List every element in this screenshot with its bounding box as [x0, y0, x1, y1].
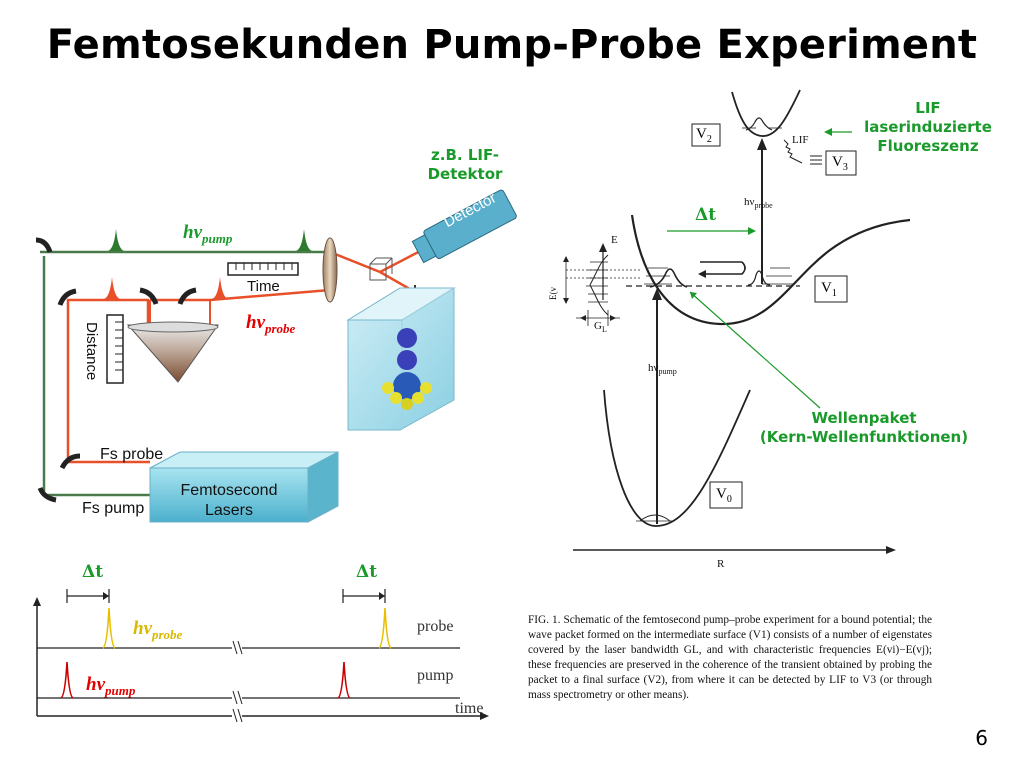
mirror-top-left — [35, 237, 53, 253]
pump-photon-label: hνpump — [183, 222, 233, 246]
v1-label: V1 — [821, 280, 837, 299]
molecule-cube — [346, 287, 456, 431]
pump-pulse-1 — [108, 229, 124, 251]
lif-small-label: LIF — [792, 134, 809, 146]
atom-8 — [401, 398, 413, 410]
fs-probe-label: Fs probe — [100, 446, 164, 463]
wavepacket-note: Wellenpaket (Kern-Wellenfunktionen) — [759, 409, 969, 446]
atom-1 — [397, 328, 417, 348]
atom-5 — [420, 382, 432, 394]
pump-pulse-b — [337, 661, 351, 699]
mirror-probe-right — [139, 287, 159, 305]
probe-pulse-1 — [104, 277, 120, 299]
atom-7 — [412, 392, 424, 404]
atom-2 — [397, 350, 417, 370]
focus-cube — [369, 263, 387, 281]
mirror-mid — [177, 287, 197, 305]
detector-note: z.B. LIF- Detektor — [427, 146, 503, 183]
wavepacket-note-arrow — [689, 291, 821, 409]
v3-label: V3 — [832, 154, 848, 173]
gl-distribution — [589, 254, 609, 316]
slide-title: Femtosekunden Pump-Probe Experiment — [46, 22, 978, 68]
packet-motion-arrow — [706, 261, 746, 275]
femtosecond-laser-box — [149, 451, 339, 523]
hv-pump-label: hνpump — [648, 362, 677, 377]
r-axis-label: R — [717, 558, 725, 570]
hv-probe-label: hνprobe — [744, 196, 773, 211]
mirror-probe-left — [57, 288, 77, 306]
atom-3 — [393, 372, 421, 400]
pump-pulse-a — [60, 661, 74, 699]
page-number: 6 — [975, 726, 988, 750]
pump-pulse-2 — [296, 229, 312, 251]
fs-pump-label: Fs pump — [82, 500, 145, 517]
focusing-lens — [322, 237, 338, 303]
timing-pump-photon: hνpump — [86, 674, 136, 698]
potential-delta-t-label: Δt — [695, 205, 717, 225]
wavepacket-left — [649, 268, 688, 288]
figure-caption: FIG. 1. Schematic of the femtosecond pum… — [528, 614, 932, 701]
v2-label: V2 — [696, 126, 712, 145]
atom-4 — [382, 382, 394, 394]
time-label: Time — [247, 278, 280, 295]
v0-curve — [603, 389, 751, 527]
timing-probe-photon: hνprobe — [133, 618, 183, 642]
lif-note: LIF laserinduzierte Fluoreszenz — [864, 99, 992, 155]
v1-box — [814, 275, 848, 303]
gl-label: GL — [594, 320, 607, 335]
v2-curve — [731, 89, 801, 137]
delta-t-label-b: Δt — [356, 562, 378, 582]
probe-pulse-a — [102, 607, 116, 649]
timing-pump-label: pump — [417, 667, 454, 684]
atom-6 — [390, 392, 402, 404]
distance-ruler — [106, 314, 124, 384]
v3-box — [825, 150, 857, 176]
lif-wiggle — [783, 139, 803, 164]
mirror-bottom-left-2 — [37, 486, 57, 503]
timing-time-label: time — [455, 700, 484, 717]
wavepacket-right — [747, 270, 771, 286]
timing-probe-label: probe — [417, 618, 454, 635]
delta-t-label-a: Δt — [82, 562, 104, 582]
mirror-bottom-left — [59, 453, 81, 470]
v0-label: V0 — [716, 486, 732, 505]
probe-pulse-2 — [212, 277, 228, 299]
energy-axis-label: E — [611, 234, 618, 246]
delay-prism-top — [127, 321, 219, 333]
energy-difference-label: E(v — [548, 287, 558, 300]
v0-box — [709, 481, 743, 509]
v2-box — [691, 123, 721, 147]
time-ruler — [227, 262, 299, 276]
probe-pulse-b — [378, 607, 392, 649]
laser-box-label: Femtosecond Lasers — [180, 482, 278, 519]
detector — [411, 189, 517, 264]
probe-photon-label: hνprobe — [246, 312, 296, 336]
